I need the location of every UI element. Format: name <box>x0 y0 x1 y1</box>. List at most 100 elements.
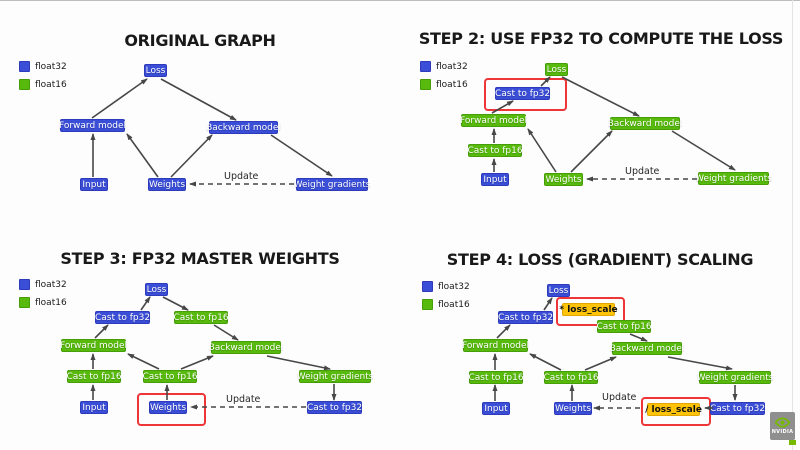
node-backward-model: Backward model <box>208 341 284 354</box>
top-edge-line <box>0 0 800 1</box>
arrow <box>266 355 331 371</box>
node-weight-gradients: Weight gradients <box>696 371 774 384</box>
node-loss-scale: / loss_scale <box>645 403 702 416</box>
node-input: Input <box>482 402 510 415</box>
arrow <box>584 356 617 371</box>
legend-row-float16: float16 <box>19 297 67 308</box>
node-weights: Weights <box>554 402 592 415</box>
highlight-box-q4 <box>556 297 625 326</box>
update-label-q2: Update <box>625 166 660 177</box>
legend-q2: float32 float16 <box>420 61 468 97</box>
nvidia-eye-icon <box>774 417 791 428</box>
highlight-box-q3 <box>137 393 206 426</box>
node-cast-to-fp16: Cast to fp16 <box>173 311 229 324</box>
node-backward-model: Backward model <box>607 117 683 130</box>
node-cast-to-fp16: Cast to fp16 <box>467 144 523 157</box>
node-forward-model: Forward model <box>59 339 128 352</box>
quadrant-title-step3: STEP 3: FP32 MASTER WEIGHTS <box>60 249 340 268</box>
arrow <box>270 134 333 177</box>
legend-label-float32: float32 <box>438 281 470 292</box>
arrow <box>527 128 557 173</box>
node-weights: Weights <box>544 173 583 186</box>
legend-q4: float32 float16 <box>422 281 470 317</box>
legend-label-float16: float16 <box>438 299 470 310</box>
legend-row-float32: float32 <box>19 279 67 290</box>
node-backward-model: Backward model <box>206 121 281 134</box>
nvidia-logo: NVIDIA <box>770 412 795 440</box>
legend-row-float32: float32 <box>422 281 470 292</box>
right-edge-line <box>792 0 793 450</box>
progress-tick <box>789 440 796 445</box>
legend-row-float16: float16 <box>19 79 67 90</box>
node-loss: Loss <box>144 64 167 77</box>
arrow <box>629 333 648 342</box>
legend-label-float16: float16 <box>436 79 468 90</box>
float32-swatch-icon <box>19 279 30 290</box>
legend-row-float16: float16 <box>422 299 470 310</box>
arrow <box>162 296 189 311</box>
node-cast-to-fp32: Cast to fp32 <box>494 87 551 100</box>
update-label-q3: Update <box>226 394 261 405</box>
arrow <box>671 130 736 171</box>
nvidia-logo-text: NVIDIA <box>771 429 794 435</box>
node-loss-scale: * loss_scale <box>559 303 618 316</box>
node-forward-model: Forward model <box>461 339 530 352</box>
float32-swatch-icon <box>422 281 433 292</box>
arrow <box>160 78 237 121</box>
update-label-q4: Update <box>602 392 637 403</box>
node-backward-model: Backward model <box>609 342 685 355</box>
arrow <box>127 353 160 370</box>
node-loss: Loss <box>547 284 570 297</box>
float32-swatch-icon <box>420 61 431 72</box>
legend-label-float16: float16 <box>35 79 67 90</box>
node-input: Input <box>80 401 108 414</box>
legend-label-float16: float16 <box>35 297 67 308</box>
arrow <box>170 134 213 178</box>
node-cast-to-fp16: Cast to fp16 <box>596 320 652 333</box>
arrow <box>667 356 733 371</box>
node-weights: Weights <box>148 178 186 191</box>
node-input: Input <box>481 173 509 186</box>
arrow <box>91 78 148 119</box>
legend-row-float16: float16 <box>420 79 468 90</box>
node-weight-gradients: Weight gradients <box>296 370 374 383</box>
float16-swatch-icon <box>19 79 30 90</box>
node-cast-to-fp32: Cast to fp32 <box>497 311 554 324</box>
node-loss: Loss <box>545 63 568 76</box>
legend-row-float32: float32 <box>19 61 67 72</box>
node-cast-to-fp16: Cast to fp16 <box>543 371 599 384</box>
legend-q1: float32 float16 <box>19 61 67 97</box>
arrow <box>529 353 562 371</box>
float32-swatch-icon <box>19 61 30 72</box>
arrow <box>561 76 640 117</box>
legend-row-float32: float32 <box>420 61 468 72</box>
node-input: Input <box>80 178 108 191</box>
float16-swatch-icon <box>422 299 433 310</box>
float16-swatch-icon <box>19 297 30 308</box>
float16-swatch-icon <box>420 79 431 90</box>
arrow <box>570 130 613 173</box>
node-cast-to-fp32: Cast to fp32 <box>306 401 363 414</box>
node-weight-gradients: Weight gradients <box>293 178 371 191</box>
legend-q3: float32 float16 <box>19 279 67 315</box>
node-cast-to-fp16: Cast to fp16 <box>468 371 524 384</box>
node-loss: Loss <box>145 283 168 296</box>
arrow <box>213 324 239 341</box>
node-cast-to-fp16: Cast to fp16 <box>66 370 122 383</box>
update-label-q1: Update <box>224 171 259 182</box>
arrow <box>126 133 159 178</box>
arrow <box>94 324 109 339</box>
node-forward-model: Forward model <box>459 114 528 127</box>
arrow <box>543 297 553 311</box>
node-forward-model: Forward model <box>58 119 127 132</box>
node-weight-gradients: Weight gradients <box>695 172 772 185</box>
arrow <box>496 324 511 339</box>
quadrant-title-step2: STEP 2: USE FP32 TO COMPUTE THE LOSS <box>418 29 784 48</box>
node-cast-to-fp32: Cast to fp32 <box>94 311 151 324</box>
legend-label-float32: float32 <box>35 61 67 72</box>
quadrant-title-original-graph: ORIGINAL GRAPH <box>124 31 276 50</box>
arrow <box>180 355 214 370</box>
node-cast-to-fp32: Cast to fp32 <box>709 402 766 415</box>
legend-label-float32: float32 <box>35 279 67 290</box>
